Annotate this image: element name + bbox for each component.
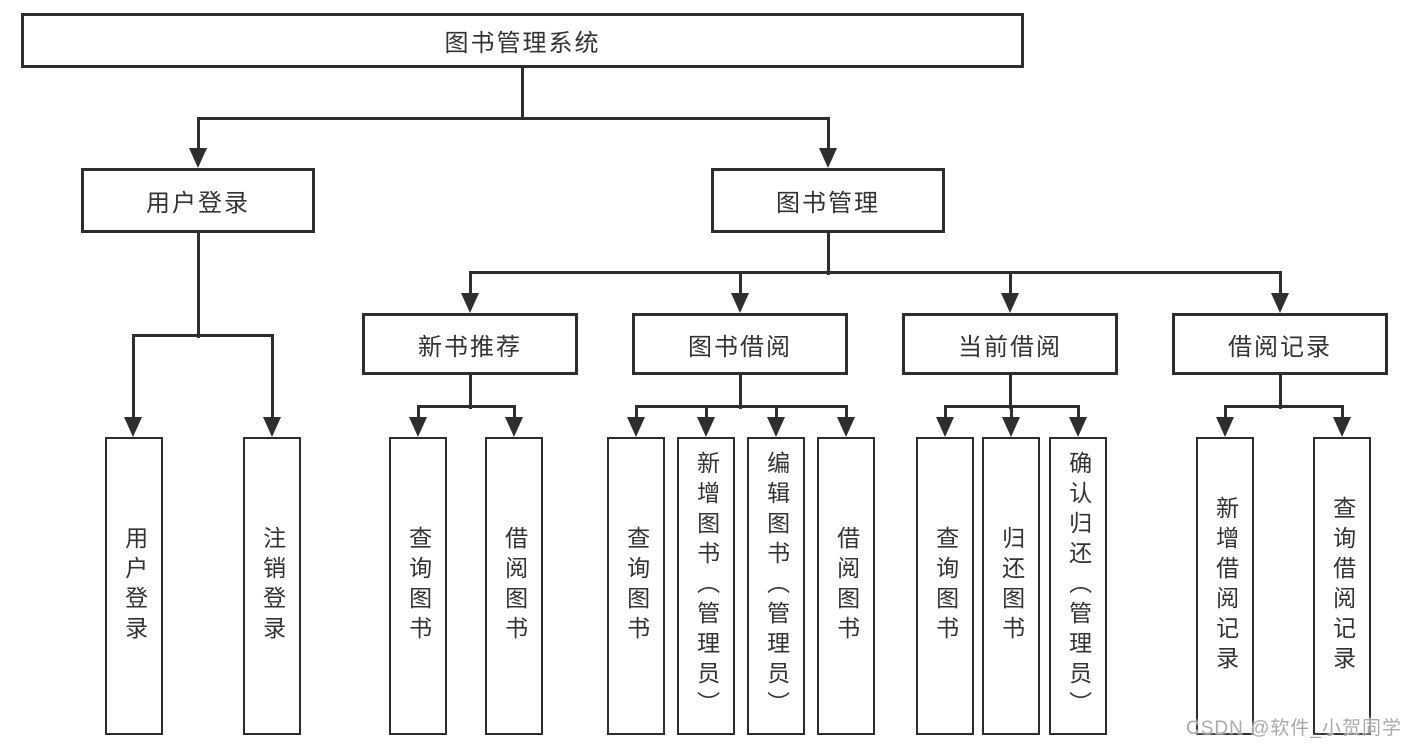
arrow-down-icon xyxy=(263,417,281,437)
connector-line xyxy=(1009,272,1012,297)
arrow-down-icon xyxy=(1069,417,1087,437)
connector-line xyxy=(271,335,274,421)
leaf-return-book: 归还图书 xyxy=(982,437,1040,735)
connector-line xyxy=(827,233,830,275)
node-label: 图书管理 xyxy=(776,190,880,217)
node-label: 查询借阅记录 xyxy=(1329,496,1356,676)
arrow-down-icon xyxy=(1333,417,1351,437)
connector-line xyxy=(739,375,742,409)
connector-line xyxy=(1010,406,1013,421)
node-label: 查询图书 xyxy=(405,526,432,646)
arrow-down-icon xyxy=(627,417,645,437)
leaf-edit-book-admin: 编辑图书（管理员） xyxy=(747,437,805,735)
connector-line xyxy=(775,406,778,421)
node-label: 查询图书 xyxy=(932,526,959,646)
connector-line xyxy=(521,68,524,120)
leaf-add-borrow-record: 新增借阅记录 xyxy=(1196,437,1254,735)
arrow-down-icon xyxy=(1216,417,1234,437)
leaf-query-books-recommend: 查询图书 xyxy=(389,437,447,735)
connector-line xyxy=(469,375,472,409)
connector-line xyxy=(1279,272,1282,297)
node-label: 用户登录 xyxy=(121,526,148,646)
connector-line xyxy=(1224,406,1227,421)
node-user-login: 用户登录 xyxy=(81,168,315,233)
node-label: 注销登录 xyxy=(259,526,286,646)
node-label: 编辑图书（管理员） xyxy=(763,451,790,721)
arrow-down-icon xyxy=(936,417,954,437)
leaf-borrow-books: 借阅图书 xyxy=(817,437,875,735)
arrow-down-icon xyxy=(189,148,207,168)
node-label: 借阅图书 xyxy=(833,526,860,646)
leaf-query-books-borrow: 查询图书 xyxy=(607,437,665,735)
node-label: 归还图书 xyxy=(998,526,1025,646)
connector-line xyxy=(827,118,830,152)
connector-line xyxy=(705,406,708,421)
node-current-borrowing: 当前借阅 xyxy=(902,313,1118,375)
connector-line xyxy=(132,334,274,337)
arrow-down-icon xyxy=(124,417,142,437)
leaf-borrow-books-recommend: 借阅图书 xyxy=(485,437,543,735)
node-label: 新书推荐 xyxy=(418,333,522,361)
node-label: 当前借阅 xyxy=(958,333,1062,361)
connector-line xyxy=(197,118,200,152)
arrow-down-icon xyxy=(461,293,479,313)
connector-line xyxy=(1279,375,1282,409)
connector-line xyxy=(469,271,1282,274)
connector-line xyxy=(132,335,135,421)
connector-line xyxy=(944,406,947,421)
connector-line xyxy=(513,406,516,421)
node-label: 新增图书（管理员） xyxy=(693,451,720,721)
connector-line xyxy=(417,406,420,421)
arrow-down-icon xyxy=(697,417,715,437)
connector-line xyxy=(1341,406,1344,421)
node-label: 借阅图书 xyxy=(501,526,528,646)
leaf-query-borrow-record: 查询借阅记录 xyxy=(1313,437,1371,735)
arrow-down-icon xyxy=(1271,293,1289,313)
arrow-down-icon xyxy=(1002,417,1020,437)
node-label: 图书借阅 xyxy=(688,333,792,361)
arrow-down-icon xyxy=(409,417,427,437)
node-label: 图书管理系统 xyxy=(444,30,601,57)
connector-line xyxy=(635,405,848,408)
node-label: 用户登录 xyxy=(146,190,250,217)
connector-line xyxy=(1077,406,1080,421)
node-borrowing-records: 借阅记录 xyxy=(1172,313,1388,375)
connector-line xyxy=(944,405,1080,408)
connector-line xyxy=(845,406,848,421)
arrow-down-icon xyxy=(767,417,785,437)
node-new-book-recommendation: 新书推荐 xyxy=(362,313,578,375)
connector-line xyxy=(417,405,516,408)
node-book-borrowing: 图书借阅 xyxy=(632,313,848,375)
leaf-confirm-return-admin: 确认归还（管理员） xyxy=(1049,437,1107,735)
arrow-down-icon xyxy=(819,148,837,168)
connector-line xyxy=(1224,405,1344,408)
node-label: 查询图书 xyxy=(623,526,650,646)
arrow-down-icon xyxy=(505,417,523,437)
connector-line xyxy=(197,117,830,120)
node-library-management-system: 图书管理系统 xyxy=(21,13,1024,68)
arrow-down-icon xyxy=(731,293,749,313)
leaf-logout: 注销登录 xyxy=(243,437,301,735)
arrow-down-icon xyxy=(837,417,855,437)
leaf-user-login: 用户登录 xyxy=(105,437,163,735)
connector-line xyxy=(635,406,638,421)
connector-line xyxy=(1009,375,1012,409)
arrow-down-icon xyxy=(1001,293,1019,313)
node-label: 新增借阅记录 xyxy=(1212,496,1239,676)
leaf-query-books-current: 查询图书 xyxy=(916,437,974,735)
connector-line xyxy=(197,233,200,338)
node-book-management: 图书管理 xyxy=(711,168,945,233)
connector-line xyxy=(739,272,742,297)
csdn-watermark: CSDN @软件_小贺同学 xyxy=(1186,718,1402,739)
leaf-add-book-admin: 新增图书（管理员） xyxy=(677,437,735,735)
node-label: 确认归还（管理员） xyxy=(1065,451,1092,721)
connector-line xyxy=(469,272,472,297)
node-label: 借阅记录 xyxy=(1228,333,1332,361)
